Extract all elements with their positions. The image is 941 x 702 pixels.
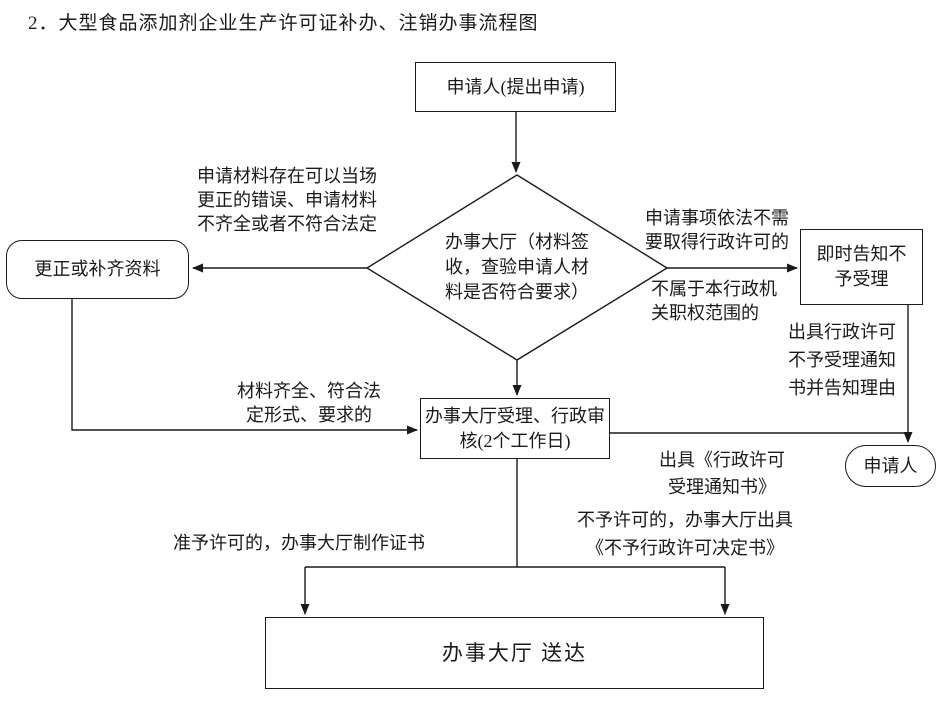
node-accept-review: 办事大厅受理、行政审核(2个工作日) xyxy=(420,398,610,459)
page-title: 2．大型食品添加剂企业生产许可证补办、注销办事流程图 xyxy=(28,13,539,34)
node-correct-supplement-label: 更正或补齐资料 xyxy=(34,259,161,279)
node-accept-review-label: 办事大厅受理、行政审核(2个工作日) xyxy=(425,405,605,451)
node-applicant-end-label: 申请人 xyxy=(863,455,918,476)
label-complete-condition: 材料齐全、符合法定形式、要求的 xyxy=(237,381,381,425)
label-left-condition: 申请材料存在可以当场更正的错误、申请材料不齐全或者不符合法定 xyxy=(197,166,377,234)
node-deliver: 办事大厅 送达 xyxy=(265,617,764,689)
node-applicant-start: 申请人(提出申请) xyxy=(415,62,616,112)
label-approve: 准予许可的，办事大厅制作证书 xyxy=(173,533,425,553)
label-right-condition-bottom: 不属于本行政机关职权范围的 xyxy=(651,279,777,323)
node-review-decision-label: 办事大厅（材料签收，查验申请人材料是否符合要求） xyxy=(445,232,589,302)
node-applicant-start-label: 申请人(提出申请) xyxy=(446,76,585,97)
node-correct-supplement: 更正或补齐资料 xyxy=(6,240,189,299)
label-accept-notice: 出具《行政许可受理通知书》 xyxy=(659,450,785,497)
label-deny: 不予许可的，办事大厅出具《不予行政许可决定书》 xyxy=(577,510,793,558)
label-reject-notice: 出具行政许可不予受理通知书并告知理由 xyxy=(788,322,896,398)
label-right-condition-top: 申请事项依法不需要取得行政许可的 xyxy=(645,208,789,252)
node-reject-notice-label: 即时告知不予受理 xyxy=(816,244,907,289)
node-reject-notice: 即时告知不予受理 xyxy=(800,229,923,305)
node-applicant-end: 申请人 xyxy=(845,445,936,487)
node-deliver-label: 办事大厅 送达 xyxy=(441,640,588,665)
